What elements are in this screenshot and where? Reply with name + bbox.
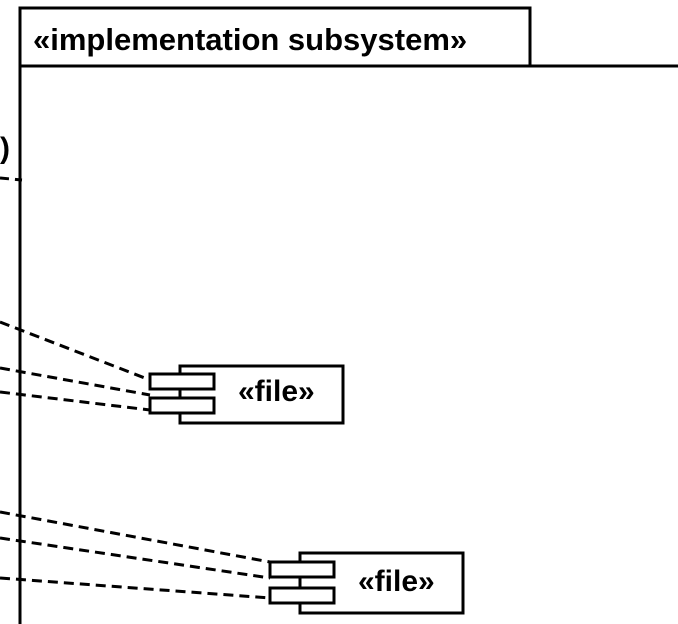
dependency-stub-top: [0, 176, 23, 182]
package-tab: [18, 6, 532, 68]
component-port-bottom: [268, 586, 336, 605]
component-label: «file»: [238, 375, 315, 408]
dependency-line: [0, 390, 151, 412]
dependency-lines-file-1: [0, 320, 151, 412]
dependency-line: [0, 320, 151, 382]
dependency-line: [0, 366, 151, 397]
implementation-subsystem-package: «implementation subsystem»: [18, 6, 678, 624]
dependency-lines-file-2: [0, 510, 271, 600]
component-port-bottom: [148, 396, 216, 415]
edge-fragment-paren: ): [0, 132, 10, 165]
component-port-top: [148, 372, 216, 391]
package-body: [18, 64, 678, 624]
file-component-1: «file»: [148, 364, 345, 425]
dependency-line: [0, 536, 271, 580]
dependency-line: [0, 576, 271, 600]
package-stereotype: «implementation subsystem»: [33, 22, 467, 57]
component-port-top: [268, 560, 336, 579]
component-label: «file»: [358, 565, 435, 598]
dependency-line: [0, 510, 271, 564]
file-component-2: «file»: [268, 551, 465, 615]
